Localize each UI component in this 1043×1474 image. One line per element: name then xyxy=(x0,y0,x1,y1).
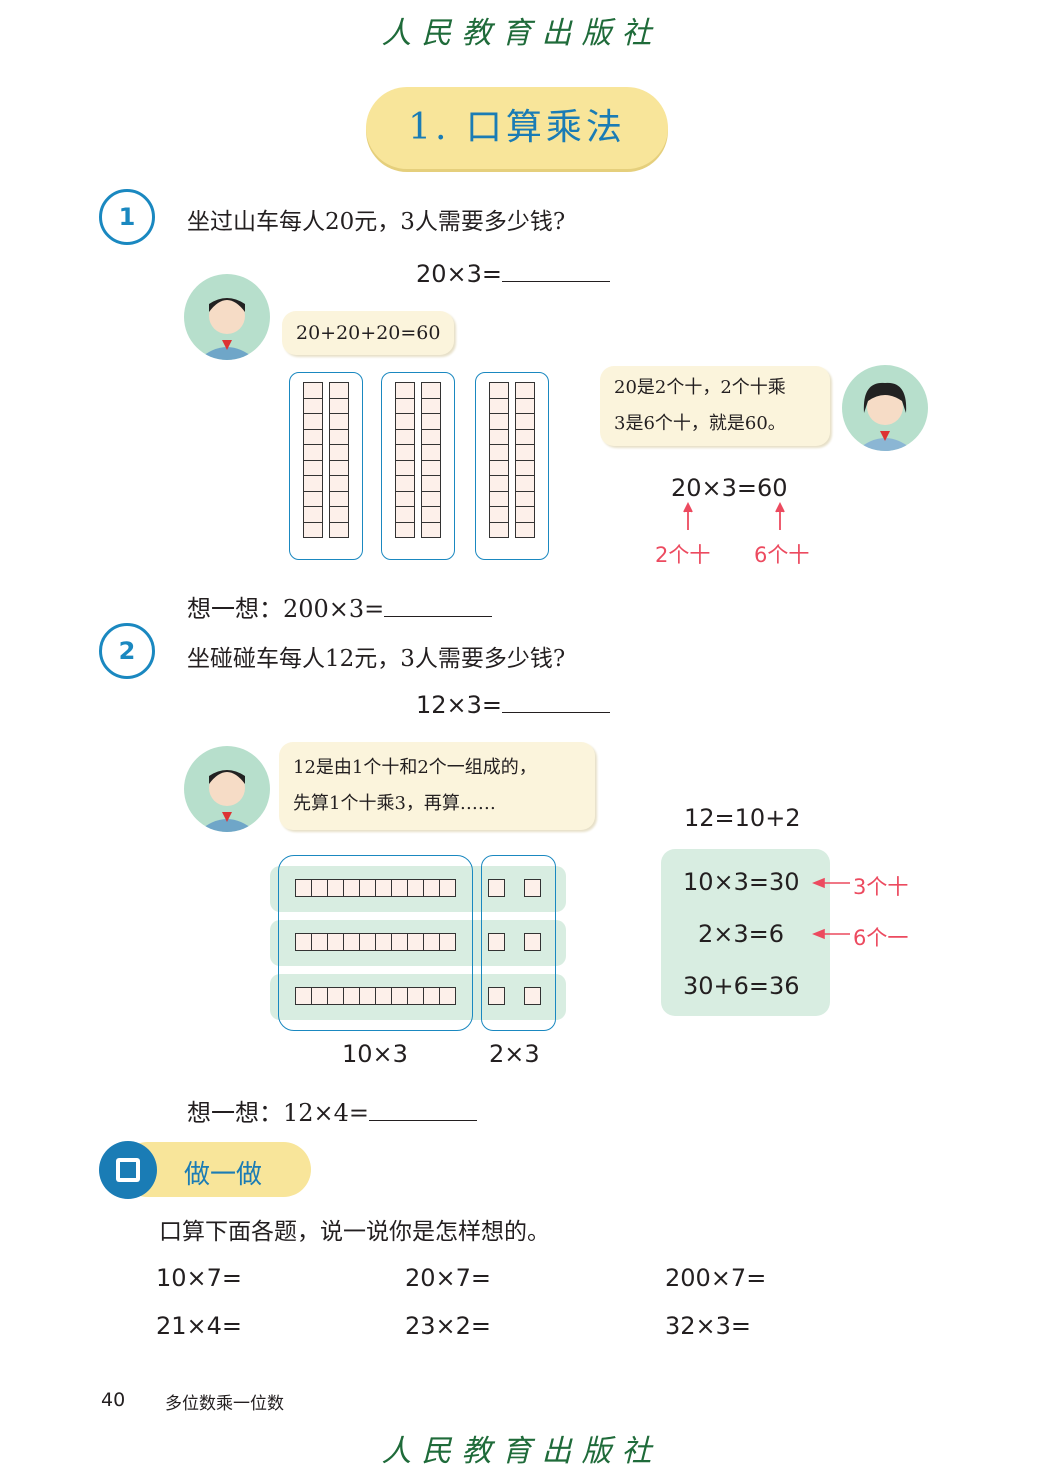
bubble-line: 20是2个十，2个十乘 xyxy=(614,377,786,398)
bubble-line: 12是由1个十和2个一组成的， xyxy=(293,757,537,778)
problem-2-equation: 12×3= xyxy=(416,691,611,719)
boy-speech-bubble-1: 20+20+20=60 xyxy=(282,311,455,355)
unit-title: 多位数乘一位数 xyxy=(165,1394,284,1414)
boy-avatar xyxy=(184,274,270,360)
exercise-1: 10×7= xyxy=(156,1264,243,1292)
steps-panel xyxy=(661,849,830,1016)
ten-rod xyxy=(489,382,509,559)
exercise-2: 20×7= xyxy=(405,1264,492,1292)
publisher-logo-top: 人民教育出版社 xyxy=(381,16,662,51)
page-number: 40 xyxy=(101,1389,126,1411)
boy-avatar-2 xyxy=(184,746,270,832)
unit-cube xyxy=(488,987,505,1005)
answer-blank[interactable] xyxy=(369,1101,478,1121)
caption-2x3: 2×3 xyxy=(489,1040,540,1068)
split-equation: 12=10+2 xyxy=(684,804,801,832)
ten-rod xyxy=(329,382,349,559)
tens-rods-group-3 xyxy=(475,372,549,560)
publisher-logo-bottom: 人民教育出版社 xyxy=(381,1434,662,1469)
result-equation: 20×3=60 xyxy=(671,474,788,502)
problem-1-question: 坐过山车每人20元，3人需要多少钱? xyxy=(187,209,566,235)
answer-blank[interactable] xyxy=(502,693,611,713)
unit-cube xyxy=(488,933,505,951)
practice-header: 做一做 xyxy=(184,1160,263,1190)
exercise-6: 32×3= xyxy=(665,1312,752,1340)
ten-rod xyxy=(395,382,415,559)
tens-rods-group-2 xyxy=(381,372,455,560)
equation-text: 20×3= xyxy=(416,260,503,288)
think-2: 想一想：12×4= xyxy=(187,1093,478,1128)
unit-cube xyxy=(488,879,505,897)
exercise-4: 21×4= xyxy=(156,1312,243,1340)
girl-avatar xyxy=(842,365,928,451)
problem-1-equation: 20×3= xyxy=(416,260,611,288)
exercise-3: 200×7= xyxy=(665,1264,767,1292)
annotation-arrows xyxy=(812,877,850,940)
step-1: 10×3=30 xyxy=(683,868,800,896)
tens-group-outline xyxy=(278,855,473,1031)
annotation-3-tens: 3个十 xyxy=(853,875,909,899)
girl-speech-bubble: 20是2个十，2个十乘 3是6个十，就是60。 xyxy=(600,366,830,446)
ten-rod xyxy=(421,382,441,559)
pointer-arrows xyxy=(683,502,785,530)
step-3: 30+6=36 xyxy=(683,972,800,1000)
problem-2-number: 2 xyxy=(99,623,155,679)
problem-1-number: 1 xyxy=(99,189,155,245)
lesson-title: 1. 口算乘法 xyxy=(366,87,668,169)
caption-10x3: 10×3 xyxy=(342,1040,408,1068)
equation-text: 12×3= xyxy=(416,691,503,719)
exercise-5: 23×2= xyxy=(405,1312,492,1340)
ten-rod xyxy=(295,933,456,951)
practice-icon xyxy=(99,1141,157,1199)
answer-blank[interactable] xyxy=(384,597,493,617)
bubble-line: 3是6个十，就是60。 xyxy=(614,413,786,434)
annotation-6-ones: 6个一 xyxy=(853,926,909,950)
ten-rod xyxy=(515,382,535,559)
label-6-tens: 6个十 xyxy=(754,543,810,567)
boy-speech-bubble-2: 12是由1个十和2个一组成的， 先算1个十乘3，再算…… xyxy=(279,742,595,830)
think-text: 想一想：200×3= xyxy=(187,595,385,623)
ones-group-outline xyxy=(481,855,556,1031)
tens-rods-group-1 xyxy=(289,372,363,560)
ten-rod xyxy=(295,879,456,897)
step-2: 2×3=6 xyxy=(698,920,785,948)
think-text: 想一想：12×4= xyxy=(187,1099,370,1127)
unit-cube xyxy=(524,933,541,951)
ten-rod xyxy=(303,382,323,559)
think-1: 想一想：200×3= xyxy=(187,589,493,624)
label-2-tens: 2个十 xyxy=(655,543,711,567)
ten-rod xyxy=(295,987,456,1005)
problem-2-question: 坐碰碰车每人12元，3人需要多少钱? xyxy=(187,646,566,672)
unit-cube xyxy=(524,987,541,1005)
answer-blank[interactable] xyxy=(502,262,611,282)
bubble-line: 先算1个十乘3，再算…… xyxy=(293,793,496,814)
unit-cube xyxy=(524,879,541,897)
practice-instruction: 口算下面各题，说一说你是怎样想的。 xyxy=(159,1219,550,1245)
